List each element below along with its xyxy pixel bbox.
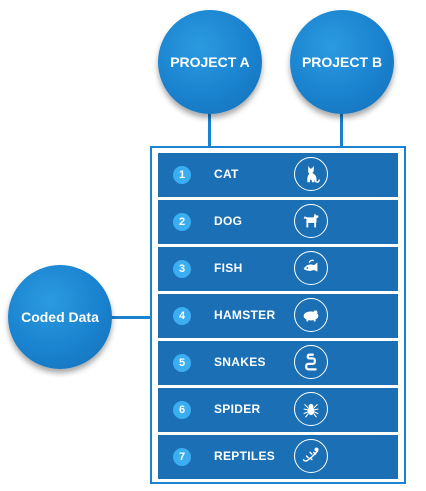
item-number: 7 [173,448,191,466]
spider-icon [294,392,328,426]
item-number: 5 [173,354,191,372]
snake-icon [294,345,328,379]
list-item: 6 SPIDER [158,388,398,432]
item-number: 1 [173,166,191,184]
coded-data-label: Coded Data [21,309,99,325]
project-b-label: PROJECT B [301,54,383,70]
project-a-label: PROJECT A [170,54,250,70]
item-number: 3 [173,260,191,278]
project-b-node: PROJECT B [290,10,394,114]
project-a-node: PROJECT A [158,10,262,114]
connector-coded-data [110,316,150,319]
animal-list-panel: 1 CAT 2 DOG 3 FISH [150,146,406,484]
list-item: 5 SNAKES [158,341,398,385]
dog-icon [294,204,328,238]
item-label: FISH [214,261,243,275]
item-number: 6 [173,401,191,419]
item-label: HAMSTER [214,308,276,322]
item-label: CAT [214,167,239,181]
coded-data-node: Coded Data [8,265,112,369]
connector-project-a [208,112,211,148]
list-item: 7 REPTILES [158,435,398,479]
item-label: DOG [214,214,243,228]
item-label: REPTILES [214,449,276,463]
item-label: SPIDER [214,402,261,416]
list-item: 3 FISH [158,247,398,291]
connector-project-b [340,112,343,148]
item-label: SNAKES [214,355,266,369]
item-number: 2 [173,213,191,231]
fish-icon [294,251,328,285]
list-item: 2 DOG [158,200,398,244]
item-number: 4 [173,307,191,325]
list-item: 4 HAMSTER [158,294,398,338]
cat-icon [294,157,328,191]
lizard-icon [294,439,328,473]
hamster-icon [294,298,328,332]
list-item: 1 CAT [158,153,398,197]
